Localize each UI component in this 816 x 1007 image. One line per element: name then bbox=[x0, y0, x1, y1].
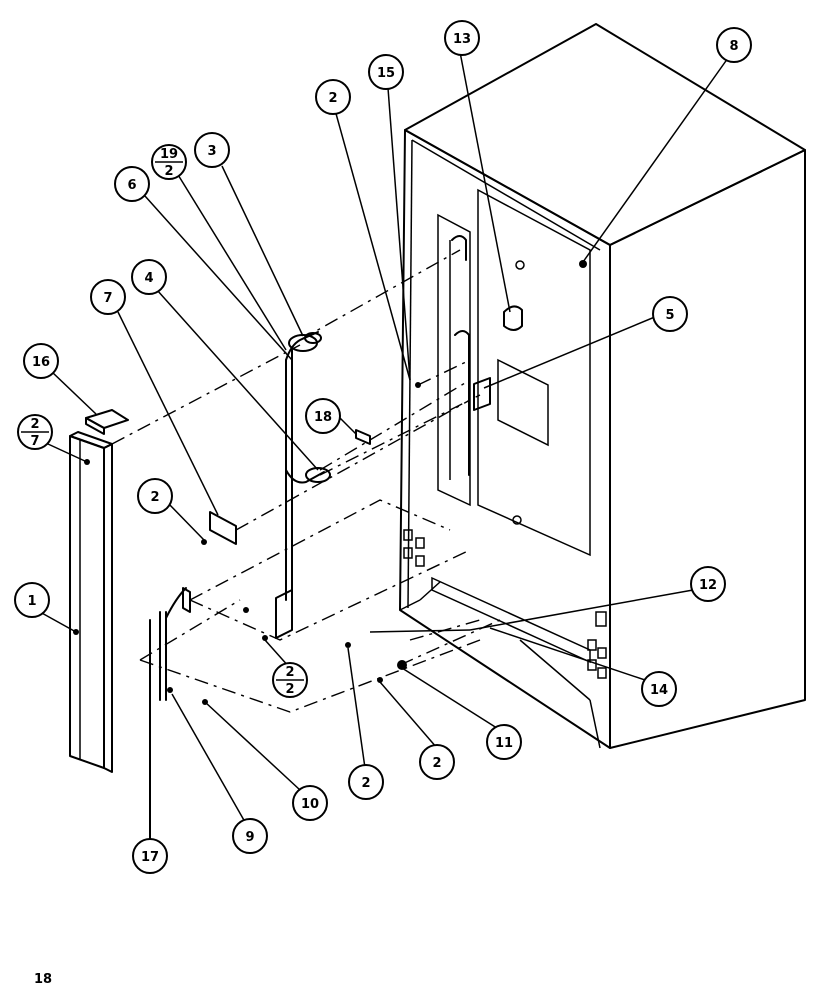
hinge-cover-16 bbox=[85, 409, 129, 435]
callout-12: 12 bbox=[690, 566, 726, 602]
callout-13: 13 bbox=[444, 20, 480, 56]
svg-text:2: 2 bbox=[30, 417, 39, 432]
callout-10: 10 bbox=[292, 785, 328, 821]
svg-text:2: 2 bbox=[285, 665, 294, 680]
vent-slots-left bbox=[403, 529, 425, 567]
shim-18 bbox=[355, 429, 371, 445]
svg-text:16: 16 bbox=[32, 355, 50, 370]
callout-2: 2 bbox=[315, 79, 351, 115]
callout-2: 2 bbox=[137, 478, 173, 514]
cabinet-body bbox=[399, 23, 806, 749]
svg-text:10: 10 bbox=[301, 797, 319, 812]
svg-text:2: 2 bbox=[361, 776, 370, 791]
bracket-5 bbox=[473, 377, 491, 411]
lower-hinge-rod bbox=[149, 587, 187, 851]
svg-text:13: 13 bbox=[453, 32, 471, 47]
callout-17: 17 bbox=[132, 838, 168, 874]
svg-text:9: 9 bbox=[245, 830, 254, 845]
svg-text:7: 7 bbox=[103, 291, 112, 306]
callout-18: 18 bbox=[305, 398, 341, 434]
callout-4: 4 bbox=[131, 259, 167, 295]
callout-2: 2 bbox=[348, 764, 384, 800]
bracket-13 bbox=[503, 305, 523, 331]
svg-text:2: 2 bbox=[328, 91, 337, 106]
svg-text:5: 5 bbox=[665, 308, 674, 323]
base-rail bbox=[431, 576, 591, 664]
svg-text:2: 2 bbox=[432, 756, 441, 771]
callout-7: 7 bbox=[90, 279, 126, 315]
hinge-bracket-7 bbox=[209, 511, 237, 545]
svg-text:19: 19 bbox=[160, 147, 178, 162]
screws bbox=[73, 382, 421, 705]
callout-9: 9 bbox=[232, 818, 268, 854]
door-panel bbox=[69, 431, 113, 773]
leader-lines bbox=[34, 51, 729, 840]
svg-text:6: 6 bbox=[127, 178, 136, 193]
hinge-assembly bbox=[182, 331, 331, 639]
svg-text:1: 1 bbox=[27, 594, 36, 609]
callout-3: 3 bbox=[194, 132, 230, 168]
rear-access-panel bbox=[477, 188, 591, 557]
callout-2-over-2: 2 2 bbox=[272, 662, 308, 698]
svg-text:2: 2 bbox=[150, 490, 159, 505]
callout-6: 6 bbox=[114, 166, 150, 202]
svg-text:2: 2 bbox=[285, 682, 294, 697]
callout-14: 14 bbox=[641, 671, 677, 707]
svg-text:15: 15 bbox=[377, 66, 395, 81]
svg-text:4: 4 bbox=[144, 271, 153, 286]
label-plate bbox=[497, 358, 549, 447]
callout-2: 2 bbox=[419, 744, 455, 780]
svg-text:18: 18 bbox=[314, 410, 332, 425]
svg-text:7: 7 bbox=[30, 434, 39, 449]
assembly-lines bbox=[111, 249, 501, 713]
svg-text:12: 12 bbox=[699, 578, 717, 593]
svg-text:8: 8 bbox=[729, 39, 738, 54]
callout-8: 8 bbox=[716, 27, 752, 63]
page-number: 18 bbox=[34, 972, 53, 987]
callout-16: 16 bbox=[23, 343, 59, 379]
svg-text:14: 14 bbox=[650, 683, 668, 698]
svg-text:17: 17 bbox=[141, 850, 159, 865]
callout-15: 15 bbox=[368, 54, 404, 90]
svg-text:2: 2 bbox=[164, 164, 173, 179]
callout-19-over-2: 19 2 bbox=[151, 144, 187, 180]
callout-11: 11 bbox=[486, 724, 522, 760]
svg-text:11: 11 bbox=[495, 736, 513, 751]
callout-1: 1 bbox=[14, 582, 50, 618]
vent-slots-right bbox=[587, 611, 607, 679]
svg-text:3: 3 bbox=[207, 144, 216, 159]
callout-5: 5 bbox=[652, 296, 688, 332]
callout-2-over-7: 2 7 bbox=[17, 414, 53, 450]
